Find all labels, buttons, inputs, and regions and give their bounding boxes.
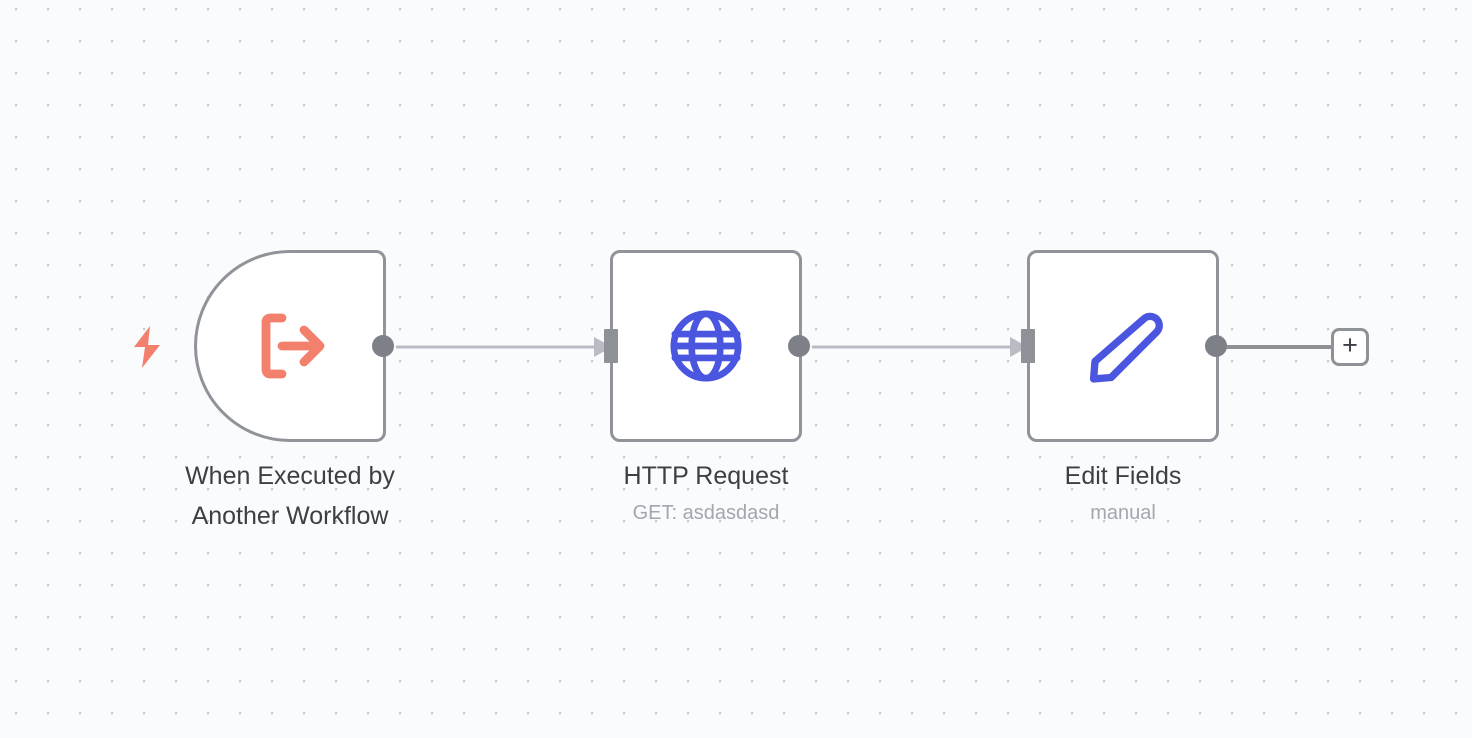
execute-workflow-trigger-icon — [261, 313, 325, 379]
node-title: When Executed by Another Workflow — [185, 462, 395, 530]
plus-icon: + — [1342, 330, 1358, 360]
input-port[interactable] — [604, 329, 618, 363]
output-port[interactable] — [1205, 335, 1227, 357]
node-subtitle: GET: asdasdasd — [632, 502, 780, 524]
lightning-bolt-icon — [130, 325, 164, 369]
lightning-bolt-glyph — [134, 326, 160, 368]
node-subtitle: manual — [1090, 502, 1156, 524]
node-body[interactable] — [604, 250, 810, 442]
globe-icon — [670, 310, 742, 382]
node-body[interactable] — [194, 250, 394, 442]
output-port[interactable] — [788, 335, 810, 357]
node-http-request[interactable]: HTTP Request GET: asdasdasd — [604, 250, 810, 524]
node-body[interactable] — [1021, 250, 1227, 442]
input-port[interactable] — [1021, 329, 1035, 363]
node-title: HTTP Request — [623, 462, 789, 490]
node-title: Edit Fields — [1064, 462, 1182, 490]
pencil-icon — [1089, 312, 1163, 383]
output-port[interactable] — [372, 335, 394, 357]
add-node-button[interactable]: + — [1331, 328, 1369, 366]
node-when-executed-by-another-workflow[interactable]: When Executed by Another Workflow — [181, 237, 399, 530]
node-edit-fields[interactable]: Edit Fields manual — [1021, 250, 1227, 524]
